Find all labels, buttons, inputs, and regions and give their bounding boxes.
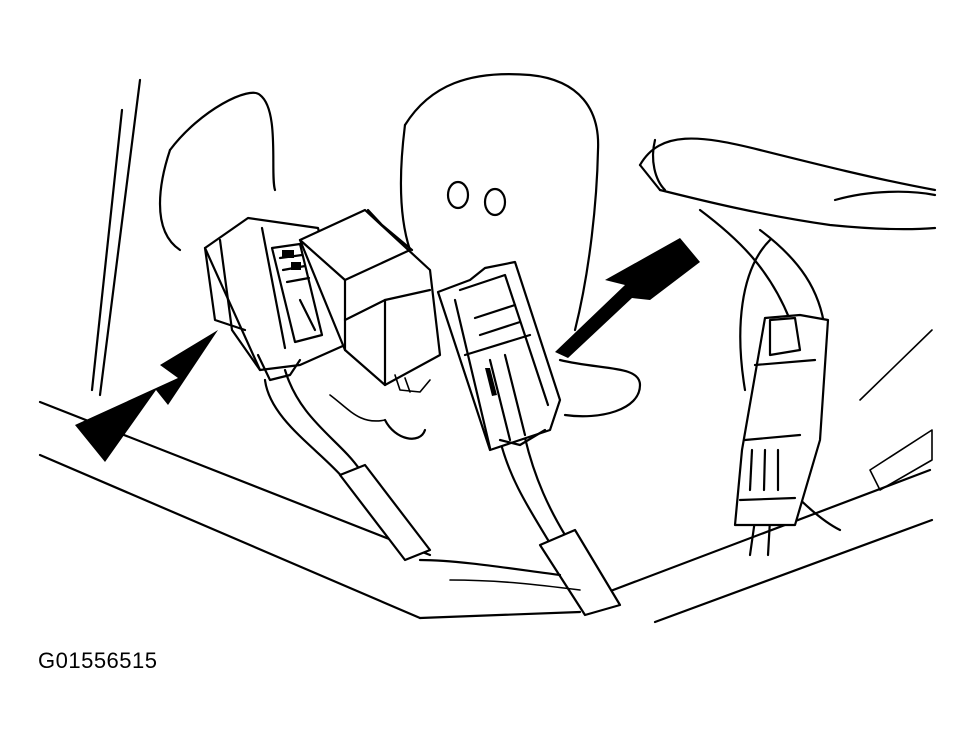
middle-relay [298,208,442,393]
pointer-arrow-left [75,330,218,462]
right-connector [436,260,562,452]
pointer-arrow-right [555,238,700,358]
side-connector [733,313,830,527]
trim-cover [159,73,642,440]
figure-code: G01556515 [38,648,158,673]
